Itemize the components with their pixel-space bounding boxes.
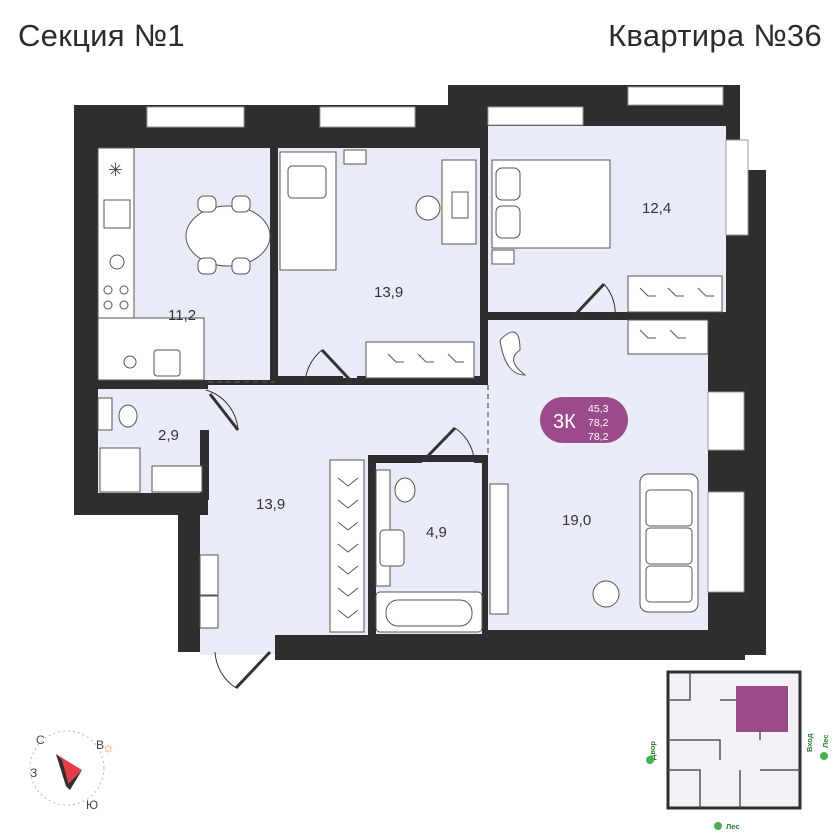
sun-icon: ☼ [102,739,115,755]
section-title: Секция №1 [18,18,185,53]
zone-dividers [208,381,489,455]
building-minimap: Двор Лес Вход Лес [646,670,830,831]
compass: ☼ С В З Ю [29,730,115,812]
compass-north: С [36,733,45,747]
compass-east: В [96,738,104,752]
interior-walls [98,126,726,635]
minimap-label-left: Двор [648,741,657,760]
minimap-label-right: Лес [821,734,830,748]
tree-icon-bottom [714,822,722,830]
minimap-label-bottom: Лес [726,822,740,831]
apartment-title: Квартира №36 [608,18,822,53]
area-bedroom-middle: 13,9 [374,284,403,301]
minimap-apartment-highlight [736,686,788,732]
doors [205,282,616,690]
bedroom-middle-furniture [279,149,477,379]
minimap-label-entry: Вход [805,733,814,752]
tree-icon-right [820,752,828,760]
bathroom-small-furniture [97,397,203,493]
bedroom-right-furniture [491,159,723,355]
badge-area-3: 78,2 [588,431,609,443]
badge-area-1: 45,3 [588,403,609,415]
tree-icon [646,756,654,764]
apartment-type-badge: 3К 45,3 78,2 78,2 [540,397,628,443]
badge-type: 3К [553,411,576,433]
hall-furniture [199,459,365,633]
windows [146,86,749,593]
area-bathroom-small: 2,9 [158,427,179,444]
area-bathroom: 4,9 [426,524,447,541]
compass-west: З [30,766,37,780]
snowflake-icon: ✳ [108,160,123,180]
area-bedroom-right: 12,4 [642,200,671,217]
compass-south-arrow-icon [66,770,82,790]
room-labels: 11,2 13,9 12,4 2,9 13,9 4,9 19,0 [158,200,671,541]
badge-area-2: 78,2 [588,417,609,429]
kitchen-furniture: ✳ [97,147,271,381]
area-living: 19,0 [562,512,591,529]
living-furniture [489,331,699,615]
area-kitchen: 11,2 [168,307,196,324]
area-hall: 13,9 [256,496,285,513]
bathroom-furniture [375,469,483,633]
compass-south: Ю [86,798,98,812]
